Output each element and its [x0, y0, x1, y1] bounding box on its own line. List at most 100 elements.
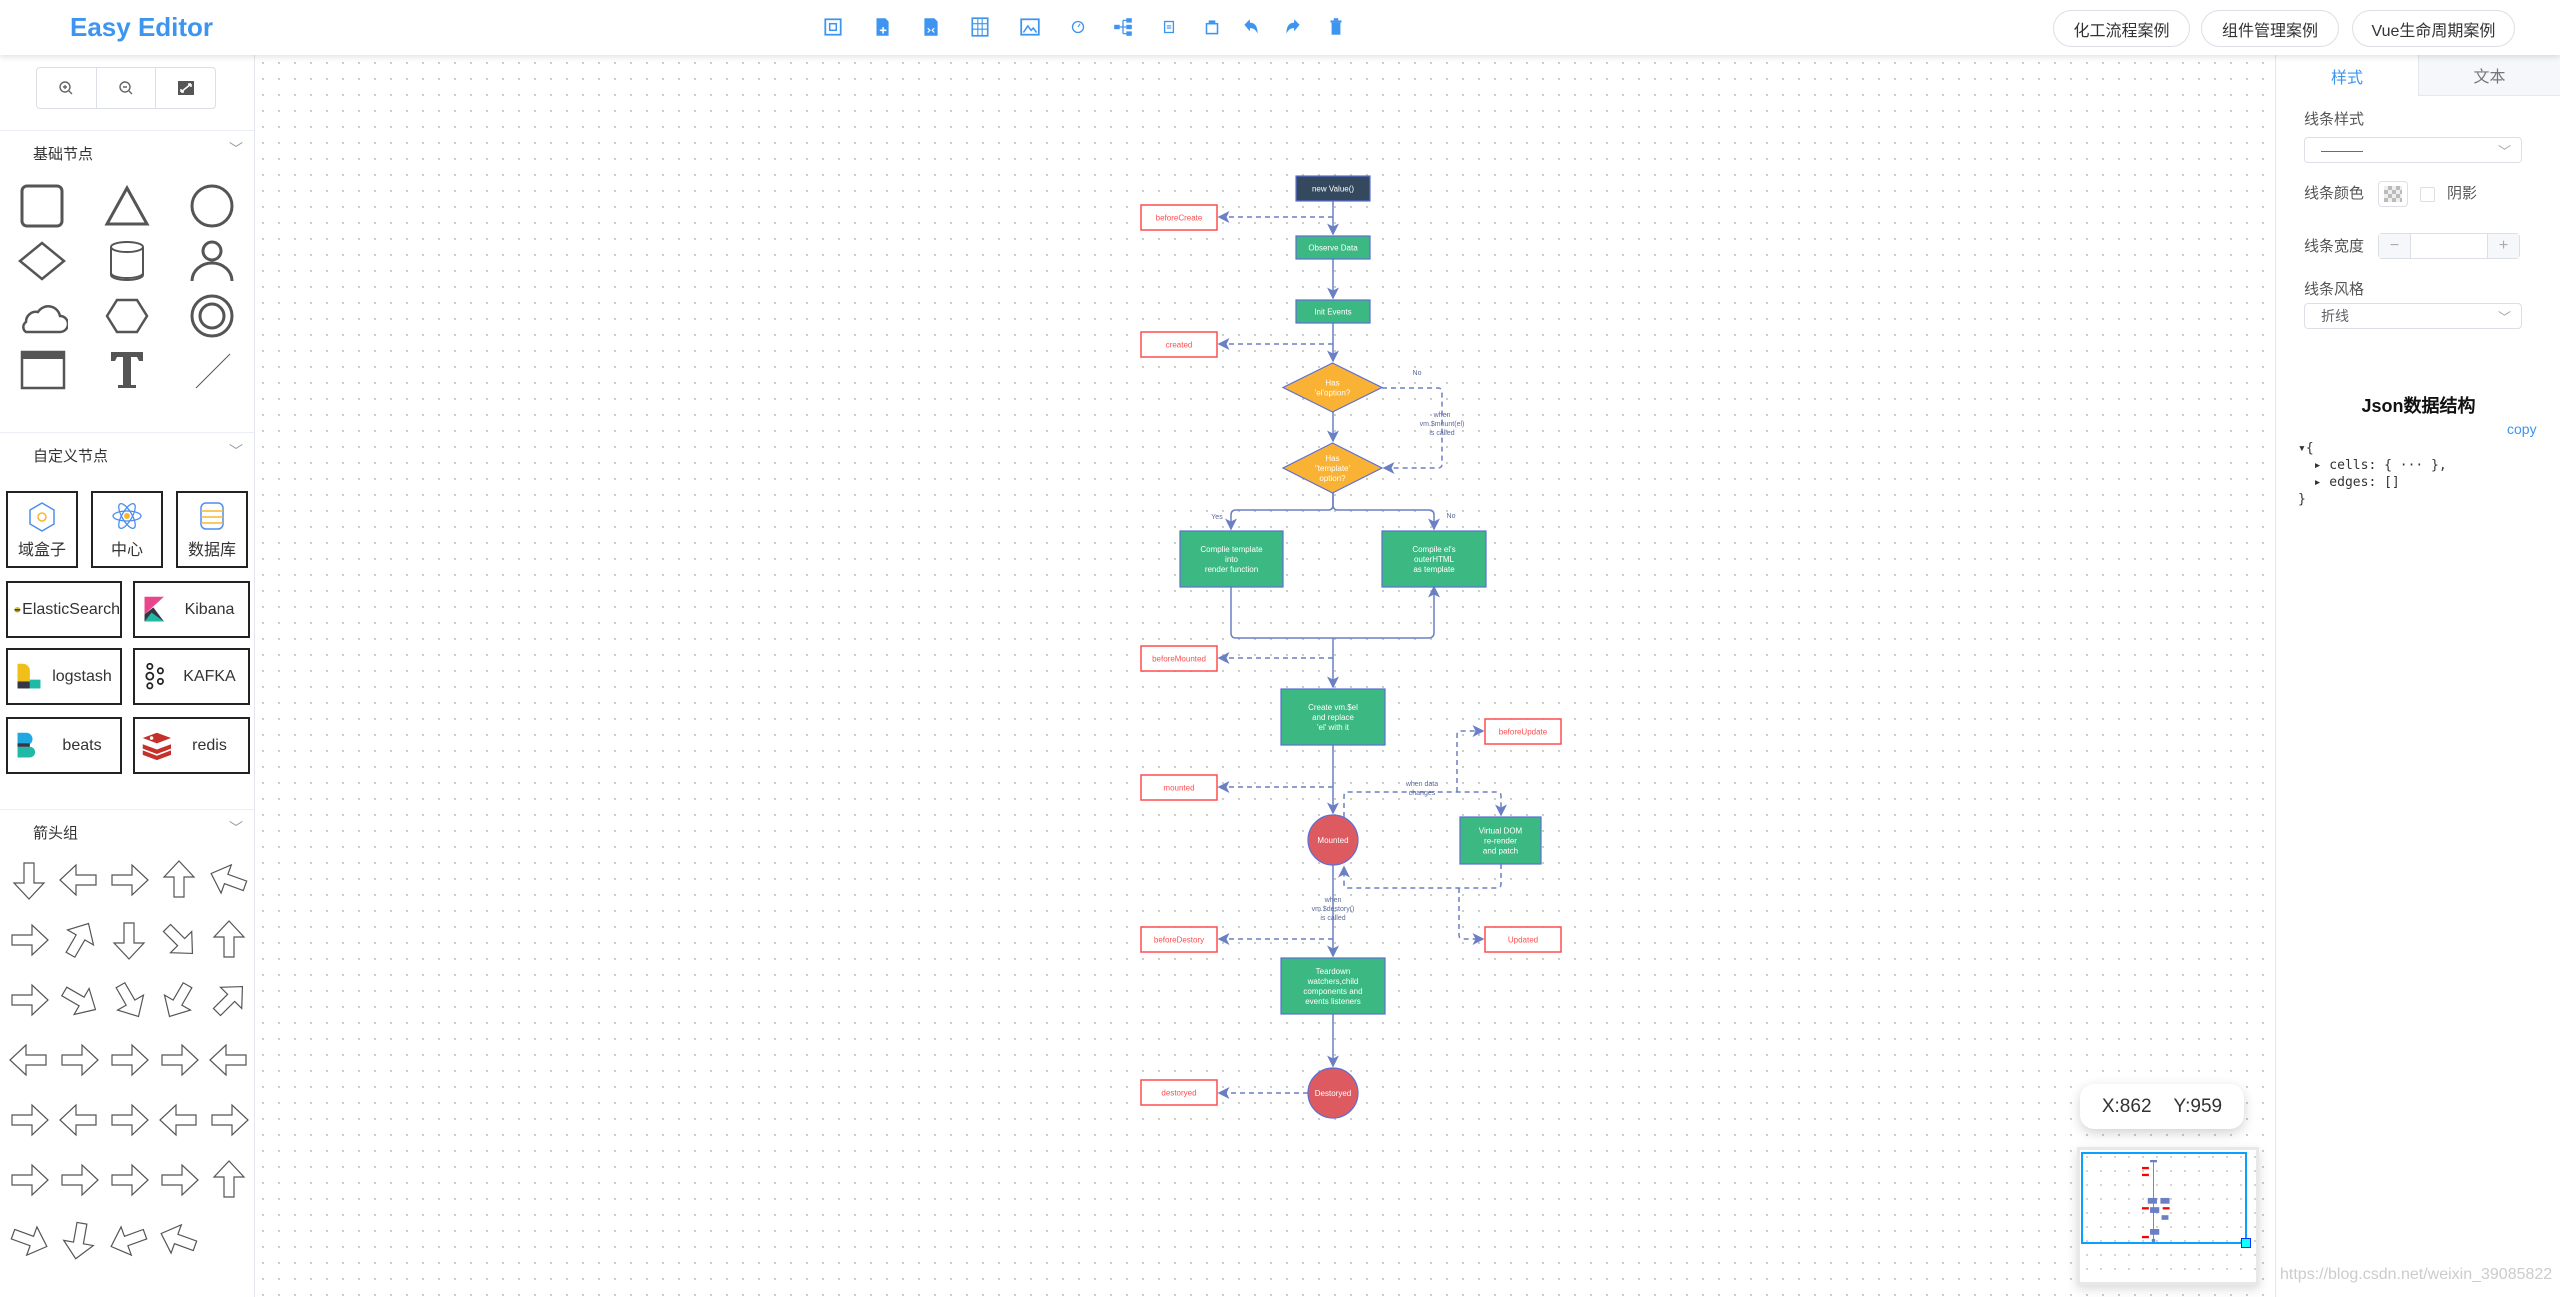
- node-beforeMounted[interactable]: beforeMounted: [1140, 645, 1218, 672]
- preview-button[interactable]: [1157, 15, 1181, 39]
- arrow-shape[interactable]: [4, 915, 54, 965]
- node-mounted[interactable]: mounted: [1140, 774, 1218, 801]
- custom-node-中心[interactable]: 中心: [91, 491, 163, 568]
- shape-diamond[interactable]: [14, 235, 70, 287]
- json-line[interactable]: ▸ edges: []: [2298, 475, 2400, 490]
- line-style-select[interactable]: ———﹀: [2304, 137, 2522, 163]
- decrement-button[interactable]: −: [2379, 234, 2411, 258]
- minimap-resize-handle[interactable]: [2241, 1238, 2251, 1248]
- section-custom-nodes[interactable]: 自定义节点﹀: [0, 432, 254, 472]
- tab-text[interactable]: 文本: [2418, 55, 2560, 96]
- dashed-edge[interactable]: [1343, 791, 1507, 817]
- shape-rectangle[interactable]: [14, 180, 70, 232]
- custom-node-logstash[interactable]: logstash: [6, 648, 122, 705]
- arrow-shape[interactable]: [104, 975, 154, 1025]
- edge[interactable]: [1230, 585, 1440, 639]
- shape-circle[interactable]: [184, 180, 240, 232]
- shape-cylinder[interactable]: [99, 235, 155, 287]
- arrow-shape[interactable]: [204, 1035, 254, 1085]
- node-el[interactable]: Has'el'option?: [1281, 362, 1384, 413]
- arrow-shape[interactable]: [54, 975, 104, 1025]
- arrow-shape[interactable]: [204, 1155, 254, 1205]
- zoom-in-button[interactable]: [37, 68, 97, 108]
- arrow-shape[interactable]: [154, 1155, 204, 1205]
- undo-button[interactable]: [1239, 15, 1263, 39]
- node-beforeDestory[interactable]: beforeDestory: [1140, 926, 1218, 953]
- node-tpl[interactable]: Has"template'option?: [1281, 442, 1384, 494]
- custom-node-beats[interactable]: beats: [6, 717, 122, 774]
- arrow-shape[interactable]: [54, 1155, 104, 1205]
- minimap-viewport[interactable]: [2081, 1152, 2251, 1248]
- dashed-edge[interactable]: [1458, 888, 1485, 945]
- custom-node-kibana[interactable]: Kibana: [133, 581, 250, 638]
- arrow-shape[interactable]: [204, 975, 254, 1025]
- canvas[interactable]: [255, 55, 2275, 1297]
- arrow-shape[interactable]: [154, 1095, 204, 1145]
- image-button[interactable]: [1018, 15, 1042, 39]
- shadow-checkbox[interactable]: [2420, 187, 2435, 202]
- tab-style[interactable]: 样式: [2276, 55, 2418, 96]
- arrow-shape[interactable]: [54, 855, 104, 905]
- minimap[interactable]: [2077, 1147, 2259, 1285]
- zoom-out-button[interactable]: [97, 68, 157, 108]
- shape-line[interactable]: [184, 344, 240, 396]
- shape-cloud[interactable]: [14, 290, 70, 342]
- edge[interactable]: [1332, 493, 1440, 531]
- arrow-shape[interactable]: [204, 1095, 254, 1145]
- arrow-shape[interactable]: [154, 915, 204, 965]
- arrow-shape[interactable]: [4, 1215, 54, 1265]
- node-new[interactable]: new Value(): [1295, 175, 1371, 202]
- arrow-shape[interactable]: [104, 1155, 154, 1205]
- arrow-shape[interactable]: [104, 915, 154, 965]
- line-color-picker[interactable]: [2378, 181, 2408, 207]
- fit-screen-button[interactable]: [156, 68, 215, 108]
- arrow-shape[interactable]: [154, 1215, 204, 1265]
- arrow-shape[interactable]: [104, 855, 154, 905]
- shape-text[interactable]: [99, 344, 155, 396]
- node-created[interactable]: created: [1140, 331, 1218, 358]
- save-image-button[interactable]: [821, 15, 845, 39]
- custom-node-elasticsearch[interactable]: ElasticSearch: [6, 581, 122, 638]
- arrow-shape[interactable]: [204, 855, 254, 905]
- arrow-shape[interactable]: [204, 915, 254, 965]
- shape-window[interactable]: [14, 344, 70, 396]
- arrow-shape[interactable]: [4, 1155, 54, 1205]
- redo-button[interactable]: [1281, 15, 1305, 39]
- custom-node-kafka[interactable]: KAFKA: [133, 648, 250, 705]
- arrow-shape[interactable]: [154, 975, 204, 1025]
- grid-button[interactable]: [968, 15, 992, 39]
- arrow-shape[interactable]: [4, 975, 54, 1025]
- vue-lifecycle-example-button[interactable]: Vue生命周期案例: [2352, 10, 2515, 47]
- shape-double-circle[interactable]: [184, 290, 240, 342]
- dashed-edge[interactable]: [1338, 864, 1502, 889]
- node-updated[interactable]: Updated: [1484, 926, 1562, 953]
- node-mountedc[interactable]: Mounted: [1307, 814, 1359, 866]
- arrow-shape[interactable]: [54, 1095, 104, 1145]
- dashed-edge[interactable]: [1456, 725, 1485, 792]
- arrow-shape[interactable]: [104, 1095, 154, 1145]
- section-arrows[interactable]: 箭头组﹀: [0, 809, 254, 849]
- tree-layout-button[interactable]: [1111, 15, 1135, 39]
- copy-button[interactable]: copy: [2507, 421, 2537, 437]
- component-management-example-button[interactable]: 组件管理案例: [2201, 10, 2339, 47]
- arrow-shape[interactable]: [104, 1215, 154, 1265]
- arrow-shape[interactable]: [154, 855, 204, 905]
- print-button[interactable]: [1200, 15, 1224, 39]
- dashed-edge[interactable]: [1382, 387, 1443, 474]
- arrow-shape[interactable]: [154, 1035, 204, 1085]
- chem-process-example-button[interactable]: 化工流程案例: [2053, 10, 2190, 47]
- export-xml-button[interactable]: [919, 15, 943, 39]
- arrow-shape[interactable]: [54, 1215, 104, 1265]
- arrow-shape[interactable]: [4, 1095, 54, 1145]
- node-destoryed[interactable]: destoryed: [1140, 1079, 1218, 1106]
- json-line[interactable]: ▾{: [2298, 441, 2314, 456]
- arrow-shape[interactable]: [4, 855, 54, 905]
- shape-user[interactable]: [184, 235, 240, 287]
- arrow-shape[interactable]: [54, 1035, 104, 1085]
- node-beforeUpdate[interactable]: beforeUpdate: [1484, 718, 1562, 745]
